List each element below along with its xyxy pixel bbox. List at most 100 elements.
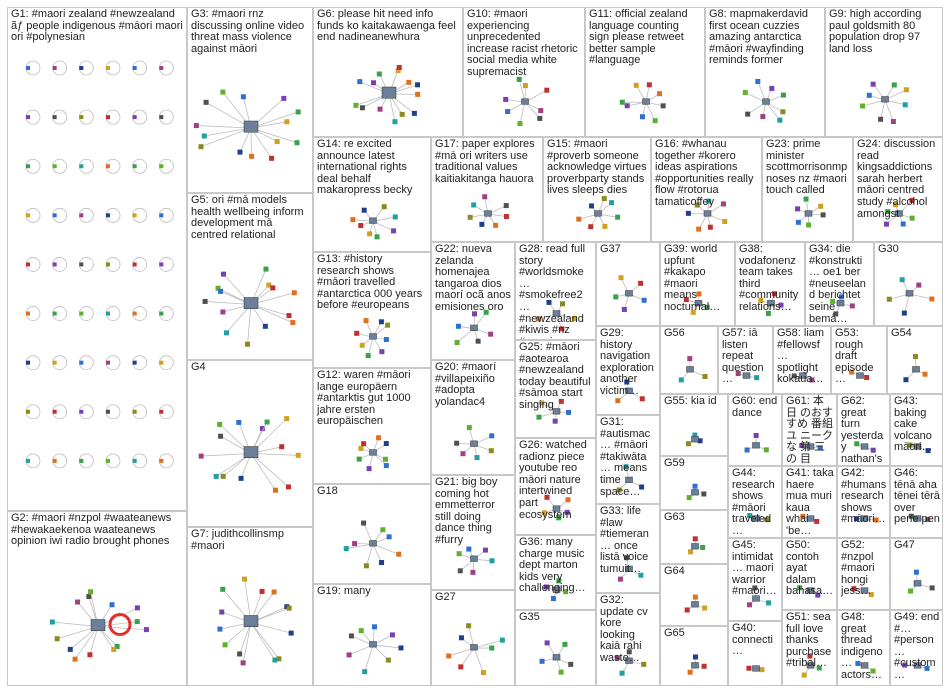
cluster-graph-g55 [685, 432, 703, 447]
cluster-graph-g21 [456, 546, 495, 575]
cluster-panel-g48: G48: great thread indigeno… actors… [837, 610, 890, 686]
cluster-label-g65: G65 [664, 627, 685, 639]
cluster-label-g40: G40: connecti… [732, 622, 773, 658]
cluster-panel-g51: G51: sea full love thanks purchase #trib… [782, 610, 837, 686]
cluster-panel-g34: G34: die #konstrukti… oe1 ber #neuseelan… [805, 242, 874, 326]
cluster-label-g48: G48: great thread indigeno… actors… [841, 611, 883, 681]
cluster-graph-g13 [354, 318, 391, 359]
cluster-label-g24: G24: discussion read kingsaddictions sar… [857, 138, 939, 220]
cluster-label-g34: G34: die #konstrukti… oe1 ber #neuseelan… [809, 243, 866, 325]
cluster-label-g12: G12: waren #māori lange europäern #antar… [317, 369, 414, 428]
cluster-panel-g47: G47 [890, 538, 943, 610]
cluster-label-g59: G59 [664, 457, 685, 469]
cluster-panel-g64: G64 [660, 564, 728, 626]
cluster-panel-g31: G31: #autismac… #māori #takiwāta… means … [596, 415, 660, 504]
cluster-graph-g38 [758, 291, 784, 316]
cluster-panel-g26: G26: watched radionz piece youtube reo m… [515, 438, 596, 535]
cluster-panel-g56: G56 [660, 326, 718, 394]
cluster-panel-g46: G46: tēnā aha tēnei tērā over pene pen [890, 466, 943, 538]
cluster-panel-g5: G5: ori #mā models health wellbeing info… [187, 193, 313, 360]
cluster-graph-g58 [791, 372, 815, 383]
cluster-panel-g41: G41: taka haere mua muri kaua whai 'be… [782, 466, 837, 538]
cluster-label-g64: G64 [664, 565, 685, 577]
cluster-label-g18: G18 [317, 485, 338, 497]
cluster-label-g19: G19: many [317, 585, 371, 597]
cluster-graph-g5 [202, 266, 297, 347]
cluster-graph-g54 [903, 354, 928, 383]
cluster-label-g17: G17: paper explores #mā ori writers use … [435, 138, 538, 185]
cluster-graph-g37 [613, 275, 647, 312]
cluster-panel-g12: G12: waren #māori lange europäern #antar… [313, 368, 431, 484]
cluster-graph-g62 [854, 441, 876, 453]
cluster-panel-g43: G43: baking cake volcano māori… [890, 394, 943, 466]
cluster-label-g2: G2: #maori #nzpol #waateanews #hewakaeke… [11, 512, 175, 548]
cluster-label-g20: G20: #maorí #villapeixiño #adopta yoland… [435, 361, 500, 408]
cluster-graph-g45 [747, 585, 772, 608]
cluster-graph-g53 [849, 369, 870, 381]
cluster-label-g56: G56 [664, 327, 685, 339]
cluster-panel-g24: G24: discussion read kingsaddictions sar… [853, 137, 943, 242]
cluster-label-g6: G6: please hit need info funds ko kaitak… [317, 8, 459, 44]
cluster-graph-g3 [193, 89, 301, 161]
cluster-panel-g49: G49: end #… #person… #custom… [890, 610, 943, 686]
cluster-graph-g24 [883, 197, 915, 227]
cluster-panel-g6: G6: please hit need info funds ko kaitak… [313, 7, 463, 137]
cluster-label-g27: G27 [435, 591, 456, 603]
cluster-panel-g15: G15: #maori #proverb someone acknowledge… [543, 137, 651, 242]
cluster-graph-g29 [615, 379, 645, 404]
cluster-graph-g10 [503, 76, 550, 127]
cluster-graph-g40 [746, 665, 765, 673]
cluster-label-g47: G47 [894, 539, 915, 551]
cluster-graph-g12 [356, 435, 389, 472]
cluster-panel-g52: G52: #nzpol #maori hongi jess… [837, 538, 890, 610]
cluster-graph-g44 [747, 513, 770, 523]
cluster-label-g57: G57: iā listen repeat question… [722, 327, 764, 386]
cluster-panel-g17: G17: paper explores #mā ori writers use … [431, 137, 543, 242]
cluster-panel-g42: G42: #humans research shows #māori… [837, 466, 890, 538]
cluster-panel-g27: G27 [431, 590, 515, 686]
cluster-graph-g63 [688, 536, 706, 555]
cluster-graph-g60 [744, 432, 769, 453]
cluster-panel-g18: G18 [313, 484, 431, 584]
cluster-graph-g46 [908, 513, 931, 522]
cluster-graph-g1 [25, 60, 174, 469]
cluster-graph-g28 [536, 299, 577, 332]
cluster-graph-g4 [198, 416, 301, 493]
cluster-panel-g28: G28: read full story #worldsmoke… #smoke… [515, 242, 596, 340]
cluster-panel-g20: G20: #maorí #villapeixiño #adopta yoland… [431, 360, 515, 475]
cluster-label-g22: G22: nueva zelanda homenajea tangaroa di… [435, 243, 514, 313]
cluster-panel-g1: G1: #maori zealand #newzealand ãƒ people… [7, 7, 187, 511]
cluster-label-g63: G63 [664, 511, 685, 523]
cluster-label-g5: G5: ori #mā models health wellbeing info… [191, 194, 307, 241]
cluster-panel-g22: G22: nueva zelanda homenajea tangaroa di… [431, 242, 515, 360]
cluster-graph-g15 [576, 196, 621, 230]
cluster-panel-g40: G40: connecti… [728, 621, 782, 686]
cluster-label-g49: G49: end #… #person… #custom… [894, 611, 943, 681]
cluster-label-g41: G41: taka haere mua muri kaua whai 'be… [786, 467, 837, 537]
cluster-panel-g16: G16: #whanau together #korero ideas aspi… [651, 137, 762, 242]
cluster-label-g25: G25: #māori #aotearoa #newzealand today … [519, 341, 594, 411]
cluster-label-g52: G52: #nzpol #maori hongi jess… [841, 539, 878, 598]
cluster-panel-g13: G13: #history research shows #māori trav… [313, 252, 431, 368]
cluster-label-g36: G36: many charge music dept marton kids … [519, 536, 588, 595]
cluster-panel-g14: G14: re excited announce latest internat… [313, 137, 431, 252]
cluster-label-g31: G31: #autismac… #māori #takiwāta… means … [600, 416, 651, 498]
cluster-label-g42: G42: #humans research shows #māori… [841, 467, 890, 526]
cluster-panel-g60: G60: end dance [728, 394, 782, 466]
cluster-graph-g33 [617, 555, 644, 582]
cluster-label-g7: G7: judithcollinsmp #maori [191, 528, 287, 552]
cluster-label-g45: G45: intimidat… maori warrior #maori… [732, 539, 777, 598]
cluster-label-g23: G23: prime minister scottmorrisonmp nose… [766, 138, 851, 197]
cluster-label-g46: G46: tēnā aha tēnei tērā over pene pen [894, 467, 943, 526]
cluster-graph-g39 [683, 291, 710, 315]
cluster-label-g44: G44: research shows #māori traveled… [732, 467, 778, 537]
cluster-label-g32: G32: update cv kore looking kaiā rahi wa… [600, 594, 651, 664]
cluster-graph-g49 [902, 662, 930, 671]
cluster-graph-g14 [350, 204, 398, 240]
cluster-graph-g6 [353, 64, 421, 125]
cluster-label-g26: G26: watched radionz piece youtube reo m… [519, 439, 590, 521]
cluster-panel-g45: G45: intimidat… maori warrior #maori… [728, 538, 782, 621]
cluster-panel-g59: G59 [660, 456, 728, 510]
cluster-graph-g11 [619, 82, 666, 124]
cluster-panel-g55: G55: kia id [660, 394, 728, 456]
